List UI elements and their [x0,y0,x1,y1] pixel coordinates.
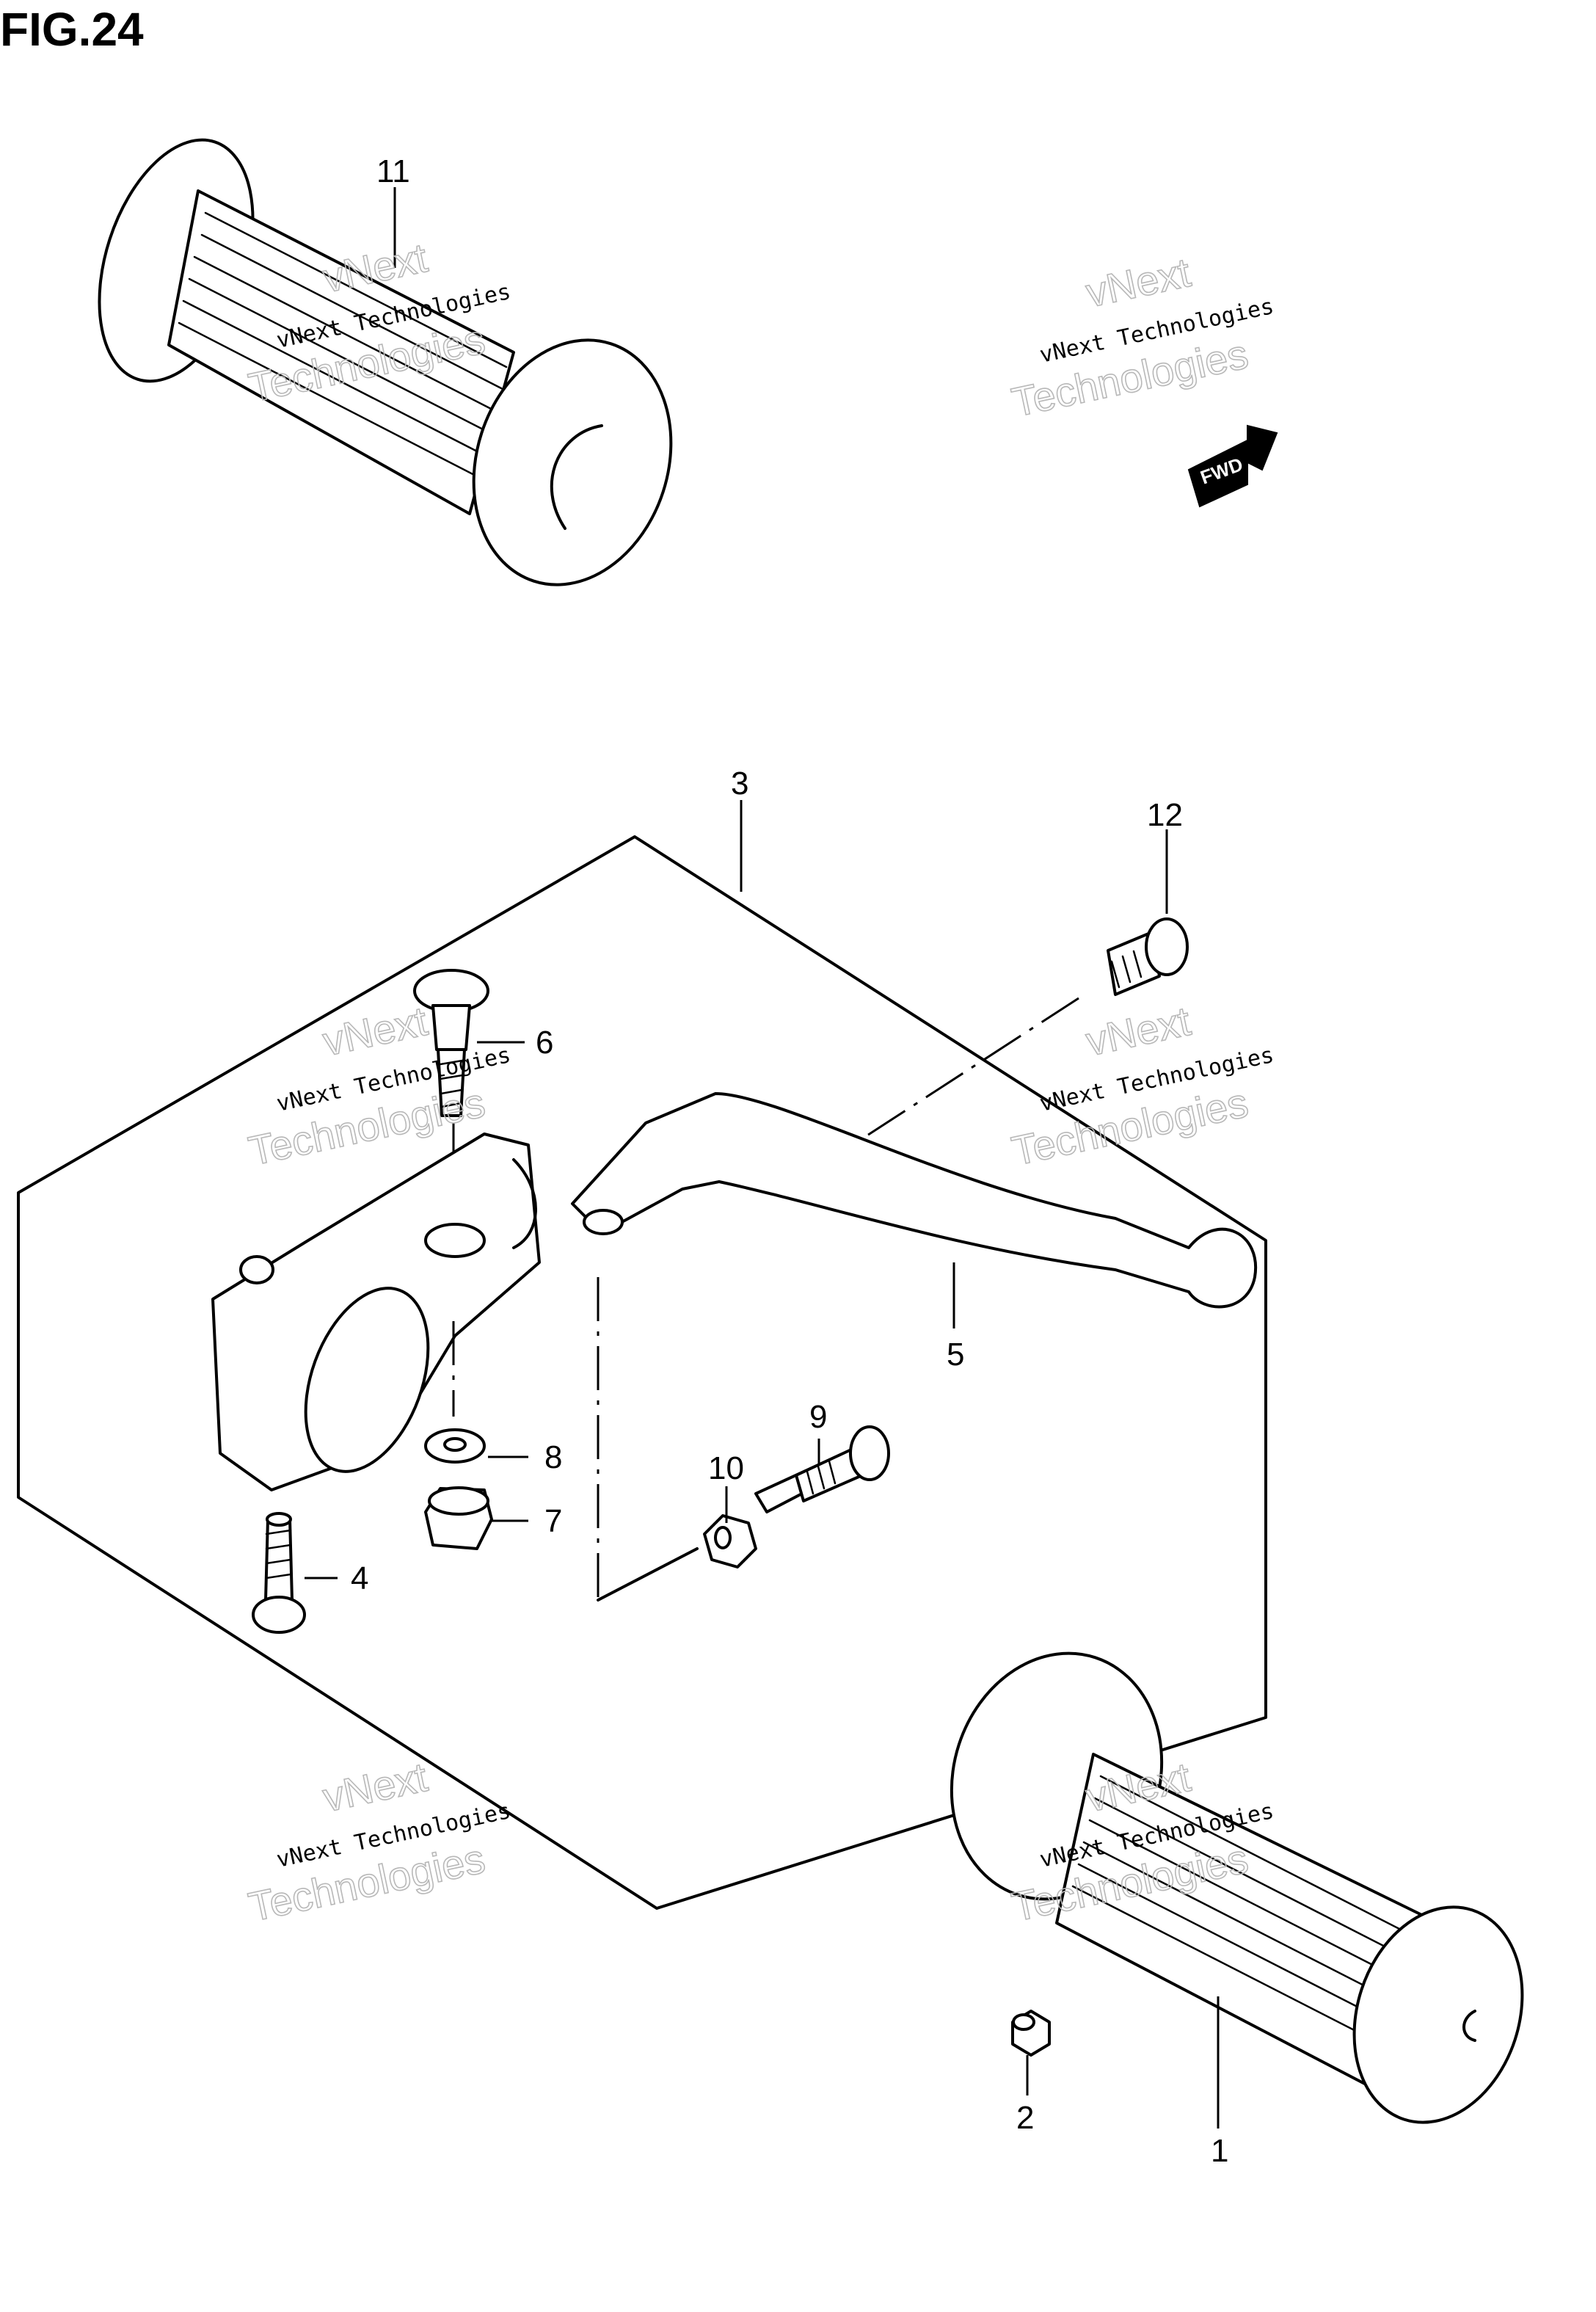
callout-8: 8 [544,1439,562,1475]
svg-text:vNext: vNext [1082,249,1195,316]
callout-4: 4 [351,1560,368,1596]
figure-title: FIG.24 [0,3,144,56]
callout-9: 9 [809,1399,827,1435]
callout-6: 6 [536,1025,553,1061]
callout-3: 3 [731,766,748,801]
part-10-nut[interactable] [703,1514,757,1568]
part-7-nut[interactable] [424,1486,493,1550]
callout-7: 7 [544,1503,562,1539]
svg-text:vNext: vNext [319,234,432,301]
svg-text:vNext: vNext [1082,997,1195,1064]
part-1-grip-right[interactable] [920,1626,1549,2145]
callout-11: 11 [376,153,410,189]
kit-outline [17,835,1267,1910]
part-9-adjuster-screw[interactable] [754,1425,890,1513]
part-5-lever[interactable] [571,1092,1258,1309]
lever-bracket[interactable] [211,1133,541,1491]
svg-text:vNext: vNext [319,997,432,1064]
part-4-bolt[interactable] [252,1512,306,1634]
part-8-washer[interactable] [424,1428,486,1464]
callout-12: 12 [1147,797,1183,833]
part-11-grip-left[interactable] [71,120,702,611]
watermark-middle-right: vNext vNext Technologies Technologies [1007,997,1276,1174]
svg-text:vNext: vNext [319,1753,432,1820]
part-2-plug[interactable] [1011,2010,1051,2057]
callout-2: 2 [1016,2100,1034,2136]
leader-lines [305,187,1220,2129]
watermark-bottom-left: vNext vNext Technologies Technologies [244,1753,513,1930]
callout-1: 1 [1211,2133,1228,2169]
callout-5: 5 [947,1337,964,1373]
callout-10: 10 [708,1450,744,1486]
part-6-screw[interactable] [413,969,489,1117]
fwd-arrow-icon: FWD [1187,424,1278,508]
watermark-top-right: vNext vNext Technologies Technologies [1007,248,1276,426]
part-12-bolt[interactable] [1107,917,1189,996]
